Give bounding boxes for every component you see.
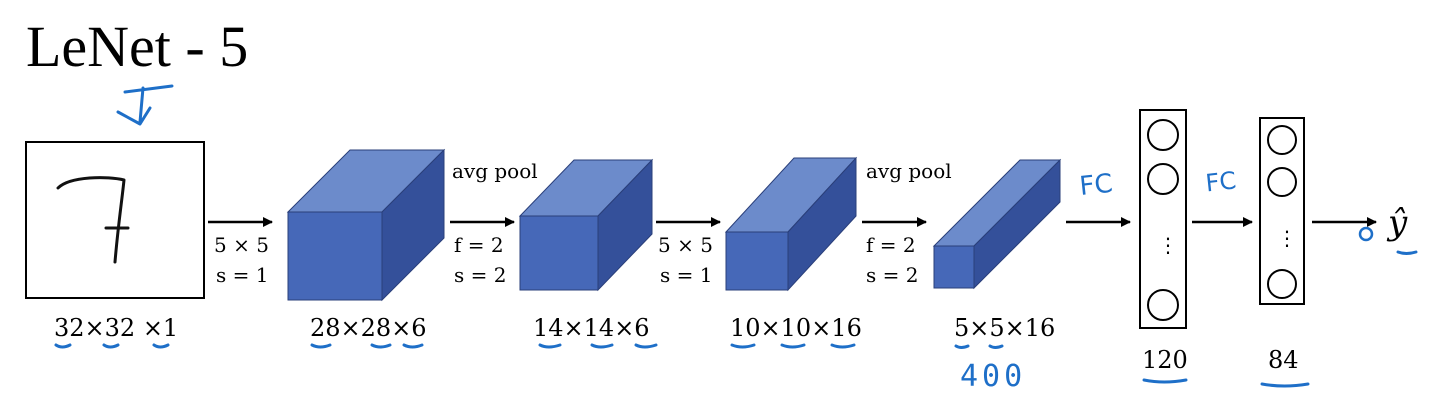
pool-volume-1-dims: 14×14×6 xyxy=(533,314,650,342)
pool-volume-1-underline xyxy=(538,343,658,349)
fc1-ellipsis: ⋮ xyxy=(1158,233,1178,257)
neuron-node xyxy=(1147,119,1179,151)
cube-front-face xyxy=(725,231,789,291)
output-handwritten-mark xyxy=(1358,226,1374,242)
conv-volume-1-dims: 28×28×6 xyxy=(310,314,427,342)
input-dims: 32×32 ×1 xyxy=(54,314,178,342)
output-underline xyxy=(1396,250,1418,255)
op-3-line2: s = 1 xyxy=(660,263,712,287)
conv-volume-2-underline xyxy=(730,343,856,349)
handwritten-pointer-icon xyxy=(116,84,174,126)
conv-volume-2-dims: 10×10×16 xyxy=(730,314,862,342)
op-2-heading: avg pool xyxy=(452,159,538,183)
cube-front-face xyxy=(933,245,975,289)
op-3-line1: 5 × 5 xyxy=(658,233,713,257)
neuron-node xyxy=(1147,289,1179,321)
pool-volume-2-underline xyxy=(954,344,1004,349)
fc2-size-underline xyxy=(1260,382,1310,388)
op-1-line2: s = 1 xyxy=(216,263,268,287)
input-image-box xyxy=(25,141,205,299)
conv-volume-2 xyxy=(724,156,858,292)
pool-volume-2 xyxy=(932,158,1062,290)
op-2-line1: f = 2 xyxy=(454,233,504,257)
pool-volume-2-dims: 5×5×16 xyxy=(954,314,1055,342)
fc1-size-underline xyxy=(1142,378,1188,384)
neuron-node xyxy=(1267,269,1297,299)
input-dims-underline xyxy=(54,343,170,349)
fc2-handwritten-label: FC xyxy=(1204,166,1237,197)
conv-volume-1 xyxy=(286,148,446,302)
pool-volume-1 xyxy=(518,158,654,292)
op-4-line2: s = 2 xyxy=(866,263,918,287)
conv-volume-1-underline xyxy=(310,343,424,349)
fc1-size: 120 xyxy=(1142,346,1188,374)
fc2-size: 84 xyxy=(1268,346,1299,374)
fc2-layer: ⋮ xyxy=(1259,117,1305,305)
fc1-handwritten-label: FC xyxy=(1078,169,1114,202)
op-4-heading: avg pool xyxy=(866,159,952,183)
neuron-node xyxy=(1147,163,1179,195)
neuron-node xyxy=(1267,125,1297,155)
op-1-line1: 5 × 5 xyxy=(214,233,269,257)
diagram-title: LeNet - 5 xyxy=(26,14,248,79)
cube-front-face xyxy=(519,215,599,291)
flatten-size-note: 400 xyxy=(960,359,1026,394)
fc2-ellipsis: ⋮ xyxy=(1277,226,1297,250)
output-label: ŷ xyxy=(1386,203,1408,243)
op-2-line2: s = 2 xyxy=(454,263,506,287)
handwritten-digit-seven xyxy=(56,176,130,264)
cube-front-face xyxy=(287,211,383,301)
fc1-layer: ⋮ xyxy=(1139,109,1187,329)
op-4-line1: f = 2 xyxy=(866,233,916,257)
neuron-node xyxy=(1267,167,1297,197)
